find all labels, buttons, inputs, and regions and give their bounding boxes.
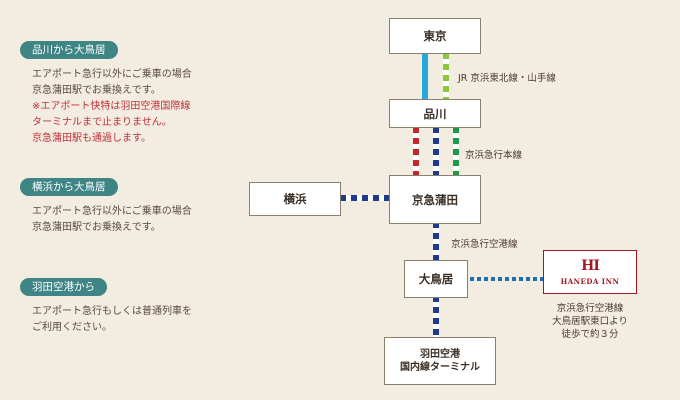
hotel-haneda-inn: HI HANEDA INN — [543, 250, 637, 294]
warning-line: ※エアポート快特は羽田空港国際線 — [32, 101, 191, 112]
keikyu-main-line-label: 京浜急行本線 — [465, 150, 523, 161]
station-haneda-domestic: 羽田空港 国内線ターミナル — [384, 337, 496, 385]
hotel-access-info: 京浜急行空港線 大鳥居駅東口より 徒歩で約３分 — [528, 302, 652, 341]
route-description: エアポート急行以外にご乗車の場合 京急蒲田駅でお乗換えです。 — [20, 204, 260, 236]
station-name-line: 羽田空港 — [420, 349, 460, 360]
description-line: エアポート急行以外にご乗車の場合 — [32, 69, 192, 80]
hotel-name: HANEDA INN — [560, 276, 620, 286]
route-shinagawa: 品川から大鳥居 エアポート急行以外にご乗車の場合 京急蒲田駅でお乗換えです。 ※… — [20, 38, 260, 147]
station-keikyu-kamata: 京急蒲田 — [389, 175, 481, 224]
description-line: 京急蒲田駅でお乗換えです。 — [32, 222, 161, 233]
description-line: 京急蒲田駅でお乗換えです。 — [32, 85, 161, 96]
hotel-logo-icon: HI — [581, 257, 600, 274]
access-line: 京浜急行空港線 — [556, 303, 624, 314]
description-line: エアポート急行以外にご乗車の場合 — [32, 206, 192, 217]
jr-line-label: JR 京浜東北線・山手線 — [458, 73, 556, 84]
description-line: ご利用ください。 — [32, 322, 112, 333]
station-tokyo: 東京 — [389, 18, 481, 54]
station-yokohama: 横浜 — [249, 182, 341, 216]
station-otorii: 大鳥居 — [404, 260, 468, 298]
keikyu-airport-line-label: 京浜急行空港線 — [451, 239, 518, 250]
access-line: 大鳥居駅東口より — [552, 316, 628, 327]
station-shinagawa: 品川 — [389, 99, 481, 128]
access-line: 徒歩で約３分 — [561, 329, 619, 340]
warning-line: ターミナルまで止まりません。 — [32, 117, 172, 128]
route-description: エアポート急行以外にご乗車の場合 京急蒲田駅でお乗換えです。 ※エアポート快特は… — [20, 67, 260, 147]
station-name-line: 国内線ターミナル — [400, 362, 480, 373]
route-title-pill: 横浜から大鳥居 — [20, 178, 118, 196]
warning-line: 京急蒲田駅も通過します。 — [32, 133, 151, 144]
description-line: エアポート急行もしくは普通列車を — [32, 306, 192, 317]
route-title-pill: 羽田空港から — [20, 278, 107, 296]
route-yokohama: 横浜から大鳥居 エアポート急行以外にご乗車の場合 京急蒲田駅でお乗換えです。 — [20, 175, 260, 236]
route-haneda: 羽田空港から エアポート急行もしくは普通列車を ご利用ください。 — [20, 275, 260, 336]
route-title-pill: 品川から大鳥居 — [20, 41, 118, 59]
route-description: エアポート急行もしくは普通列車を ご利用ください。 — [20, 304, 260, 336]
